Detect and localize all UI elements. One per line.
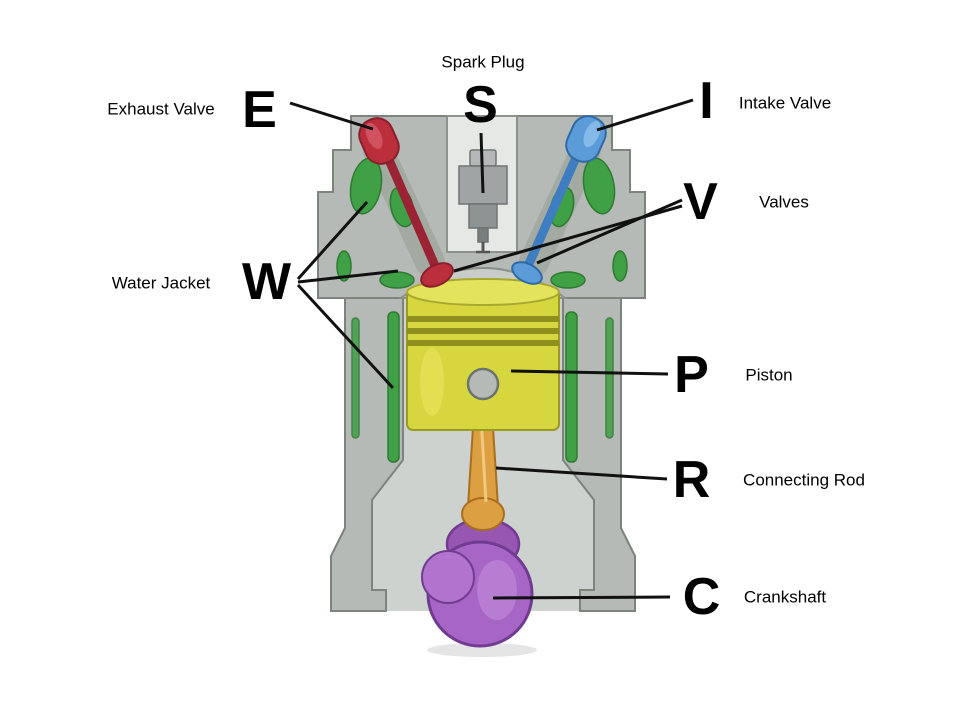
piston-ring <box>407 316 559 322</box>
leader-line-spark-plug <box>479 132 485 194</box>
exhaust-valve-head <box>420 262 454 288</box>
water-jacket-passage <box>379 271 415 289</box>
leader-line-valves-intake <box>536 198 683 265</box>
rod-big-end <box>461 497 505 531</box>
crank-counterweight <box>421 550 475 604</box>
leader-line-connecting-rod <box>495 466 668 481</box>
crankshaft <box>421 540 534 648</box>
piston <box>406 278 560 431</box>
label-connecting-rod-text: Connecting Rod <box>743 470 865 490</box>
water-jacket-channel <box>605 317 614 439</box>
water-jacket-channel <box>565 311 578 463</box>
label-piston-text: Piston <box>745 365 793 385</box>
piston-highlight <box>420 348 444 416</box>
cylinder-wall-right <box>562 297 636 612</box>
label-spark-plug-text: Spark Plug <box>441 52 525 72</box>
label-exhaust-valve-letter: E <box>242 81 277 139</box>
intake-valve-stem <box>523 139 587 271</box>
label-water-jacket-letter: W <box>241 253 291 311</box>
label-spark-plug-letter: S <box>463 76 498 134</box>
crank-highlight <box>477 560 517 620</box>
leader-line-piston <box>510 369 669 376</box>
label-connecting-rod-letter: R <box>672 451 711 509</box>
label-crankshaft-letter: C <box>682 568 721 626</box>
leader-line-crankshaft <box>492 595 671 600</box>
leader-line-water-jacket-wall <box>296 283 395 390</box>
water-jacket-passage <box>550 271 586 289</box>
label-intake-valve-letter: I <box>699 72 713 130</box>
label-valves-letter: V <box>683 173 718 231</box>
wrist-pin <box>466 367 500 401</box>
label-water-jacket-text: Water Jacket <box>111 273 211 293</box>
leader-line-intake-valve <box>596 98 694 132</box>
label-crankshaft-text: Crankshaft <box>743 587 827 607</box>
leader-line-water-jacket-head <box>296 200 369 281</box>
intake-valve-head <box>511 261 543 285</box>
label-piston-letter: P <box>674 346 709 404</box>
piston-ring <box>407 340 559 346</box>
water-jacket-passage <box>336 250 352 282</box>
leader-line-exhaust-valve <box>289 101 374 131</box>
crank-shadow <box>427 643 537 657</box>
leader-lines <box>289 98 694 600</box>
label-exhaust-valve-text: Exhaust Valve <box>107 99 215 119</box>
exhaust-valve-stem <box>378 141 441 273</box>
spark-plug-thread <box>477 227 489 243</box>
water-jacket-passage <box>612 250 628 282</box>
leader-line-water-jacket-mid <box>297 269 399 284</box>
water-jacket-channel <box>351 317 360 439</box>
label-valves-text: Valves <box>759 192 809 212</box>
intake-valve-retainer-highlight <box>583 120 601 148</box>
spark-plug-insulator <box>468 203 498 229</box>
intake-valve <box>511 115 607 285</box>
leader-line-valves-exhaust <box>453 204 683 273</box>
cylinder-wall-left <box>330 297 404 612</box>
piston-ring <box>407 328 559 334</box>
piston-crown <box>406 278 560 306</box>
label-intake-valve-text: Intake Valve <box>738 93 832 113</box>
